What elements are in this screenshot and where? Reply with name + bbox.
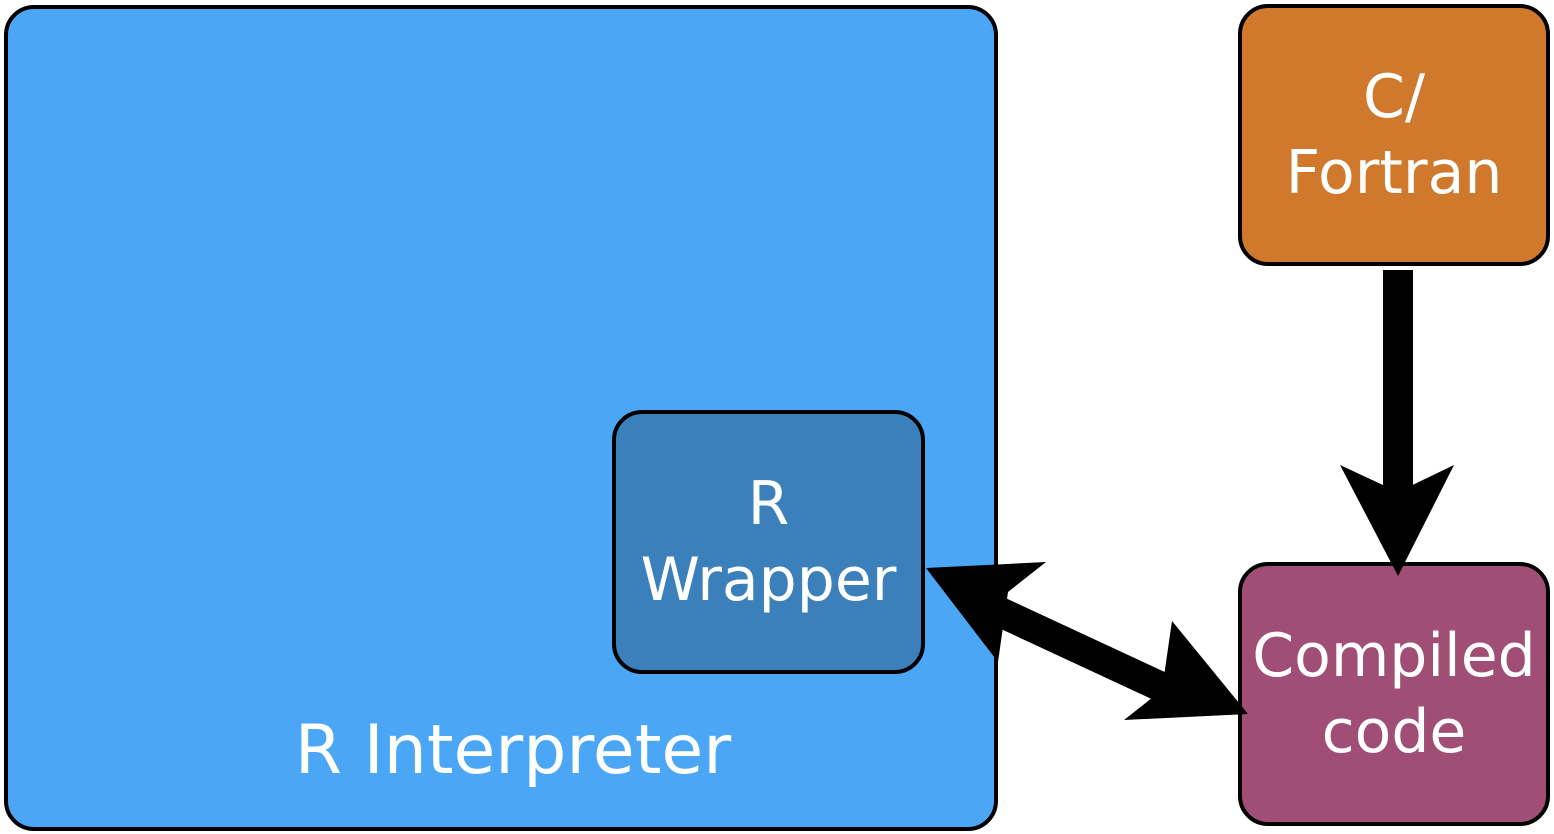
arrow-fortran-to-compiled-head bbox=[1340, 465, 1454, 576]
r-wrapper-label-line1: R bbox=[747, 469, 790, 539]
r-wrapper-box: R Wrapper bbox=[612, 410, 925, 674]
r-wrapper-label-line2: Wrapper bbox=[640, 545, 897, 615]
c-fortran-label-line1: C/ bbox=[1362, 62, 1426, 132]
c-fortran-box: C/ Fortran bbox=[1238, 4, 1550, 266]
r-wrapper-label: R Wrapper bbox=[616, 466, 921, 618]
compiled-code-label: Compiled code bbox=[1242, 618, 1546, 770]
c-fortran-label-line2: Fortran bbox=[1285, 138, 1503, 208]
compiled-code-label-line2: code bbox=[1321, 697, 1467, 767]
compiled-code-label-line1: Compiled bbox=[1252, 621, 1536, 691]
compiled-code-box: Compiled code bbox=[1238, 562, 1550, 826]
c-fortran-label: C/ Fortran bbox=[1242, 59, 1546, 211]
r-interpreter-label: R Interpreter bbox=[294, 711, 732, 790]
arrow-wrapper-compiled-shaft bbox=[978, 591, 1192, 712]
arrow-head-at-compiled bbox=[1124, 621, 1248, 720]
